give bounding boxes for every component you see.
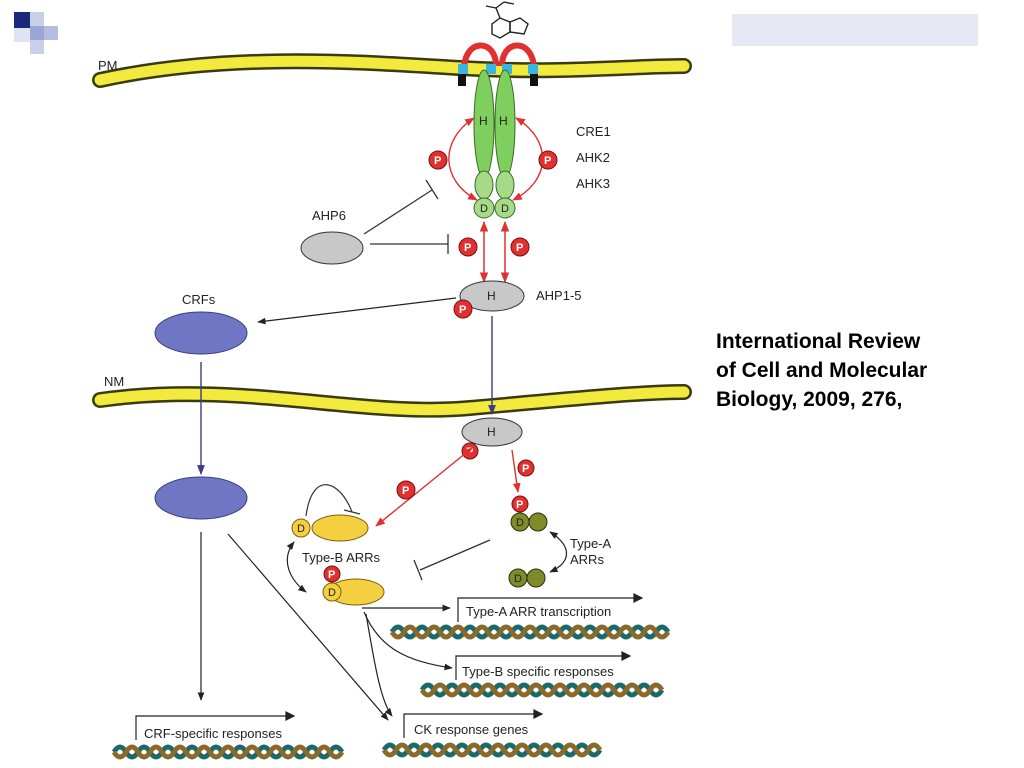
typeb-arr-active: D P bbox=[322, 565, 385, 606]
citation-line-3: Biology, 2009, 276, bbox=[716, 388, 903, 411]
promoter-typeb-responses bbox=[455, 651, 632, 680]
crf-ck-gene-arrow bbox=[227, 533, 389, 721]
typeb-responses-label: Type-B specific responses bbox=[462, 664, 614, 679]
crf-protein-cytoplasm bbox=[154, 311, 248, 355]
pm-label: PM bbox=[98, 58, 118, 73]
ahp-crf-arrow bbox=[257, 297, 457, 325]
phosphate-receptor-right: P bbox=[538, 150, 558, 170]
typea-cycle-arrow bbox=[549, 531, 567, 573]
typeb-self-inhibit bbox=[305, 484, 353, 517]
svg-text:D: D bbox=[516, 517, 524, 529]
typeb-label: Type-B ARRs bbox=[302, 550, 381, 565]
phosphate-ahp-left: P bbox=[458, 237, 478, 257]
svg-text:P: P bbox=[402, 485, 409, 497]
svg-text:P: P bbox=[516, 242, 523, 254]
svg-text:P: P bbox=[464, 242, 471, 254]
phosphate-receptor-left: P bbox=[428, 150, 448, 170]
citation-text: International Review of Cell and Molecul… bbox=[716, 327, 1006, 414]
ahp15-h-label: H bbox=[487, 289, 496, 303]
svg-text:D: D bbox=[328, 587, 336, 599]
ahp-typeb-arrow bbox=[375, 447, 473, 527]
receiver-domain-left bbox=[473, 197, 495, 219]
crf-responses-label: CRF-specific responses bbox=[144, 726, 282, 741]
typeb-arr-inactive: D bbox=[291, 514, 369, 542]
promoter-typea-transcription bbox=[457, 593, 644, 622]
phosphate-ahp-nucleus: P bbox=[461, 442, 479, 460]
svg-text:P: P bbox=[544, 155, 551, 167]
ahp6-inhibit-ahp bbox=[370, 234, 449, 254]
svg-text:P: P bbox=[522, 463, 529, 475]
dna-helix-icon bbox=[111, 744, 345, 760]
receiver-d-label-left: D bbox=[480, 203, 488, 215]
crf-protein-nucleus bbox=[154, 476, 248, 520]
corner-squares-logo-icon bbox=[14, 12, 58, 54]
ahp6-inhibit-receptor bbox=[363, 179, 439, 235]
dna-helix-icon bbox=[389, 624, 671, 640]
svg-text:D: D bbox=[297, 523, 305, 535]
ahp-nucleus bbox=[461, 417, 523, 447]
ahp-nucleus-h-label: H bbox=[487, 425, 496, 439]
phosphate-ahp-right: P bbox=[510, 237, 530, 257]
ahp15-label: AHP1-5 bbox=[536, 288, 582, 303]
nm-label: NM bbox=[104, 374, 124, 389]
plasma-membrane bbox=[92, 53, 692, 88]
header-gradient-bar bbox=[732, 14, 978, 46]
receiver-domain-right bbox=[494, 197, 516, 219]
crfs-label: CRFs bbox=[182, 292, 216, 307]
svg-text:P: P bbox=[434, 155, 441, 167]
dna-helix-icon bbox=[381, 742, 603, 758]
ahp-typea-arrow bbox=[511, 449, 521, 493]
cytokinin-molecule-icon bbox=[485, 1, 529, 39]
typea-arr-inactive: D bbox=[508, 568, 546, 588]
svg-text:P: P bbox=[459, 304, 466, 316]
receptor-label-cre1: CRE1 bbox=[576, 124, 611, 139]
svg-text:P: P bbox=[328, 569, 335, 581]
promoter-ck-genes bbox=[403, 709, 544, 738]
typeb-output-arrows bbox=[362, 604, 453, 717]
phosphate-typea-relay: P bbox=[517, 459, 535, 477]
dna-helix-icon bbox=[419, 682, 665, 698]
ck-genes-label: CK response genes bbox=[414, 722, 529, 737]
ahp15-protein bbox=[459, 280, 525, 312]
nuclear-membrane bbox=[92, 384, 692, 418]
receptor-h-label-right: H bbox=[499, 114, 508, 128]
citation-line-2: of Cell and Molecular bbox=[716, 359, 928, 382]
citation-line-1: International Review bbox=[716, 330, 921, 353]
svg-text:P: P bbox=[516, 499, 523, 511]
typea-arr-active: D P bbox=[510, 495, 548, 532]
ahp6-label: AHP6 bbox=[312, 208, 346, 223]
phosphate-typeb-relay: P bbox=[396, 480, 416, 500]
autophos-arrow-left bbox=[448, 117, 478, 201]
receptor-label-ahk3: AHK3 bbox=[576, 176, 610, 191]
promoter-crf-responses bbox=[135, 711, 296, 740]
receptor-h-label-left: H bbox=[479, 114, 488, 128]
typeb-activation-arrow bbox=[286, 541, 307, 593]
phosphate-ahp15: P bbox=[453, 299, 473, 319]
svg-text:D: D bbox=[514, 573, 522, 585]
typea-label-line1: Type-A bbox=[570, 536, 612, 551]
receptor-label-ahk2: AHK2 bbox=[576, 150, 610, 165]
typea-label-line2: ARRs bbox=[570, 552, 604, 567]
ahp6-protein bbox=[300, 231, 364, 265]
typea-transcription-label: Type-A ARR transcription bbox=[466, 604, 611, 619]
autophos-arrow-right bbox=[512, 117, 544, 201]
typea-inhibit-typeb bbox=[413, 539, 491, 581]
receiver-d-label-right: D bbox=[501, 203, 509, 215]
